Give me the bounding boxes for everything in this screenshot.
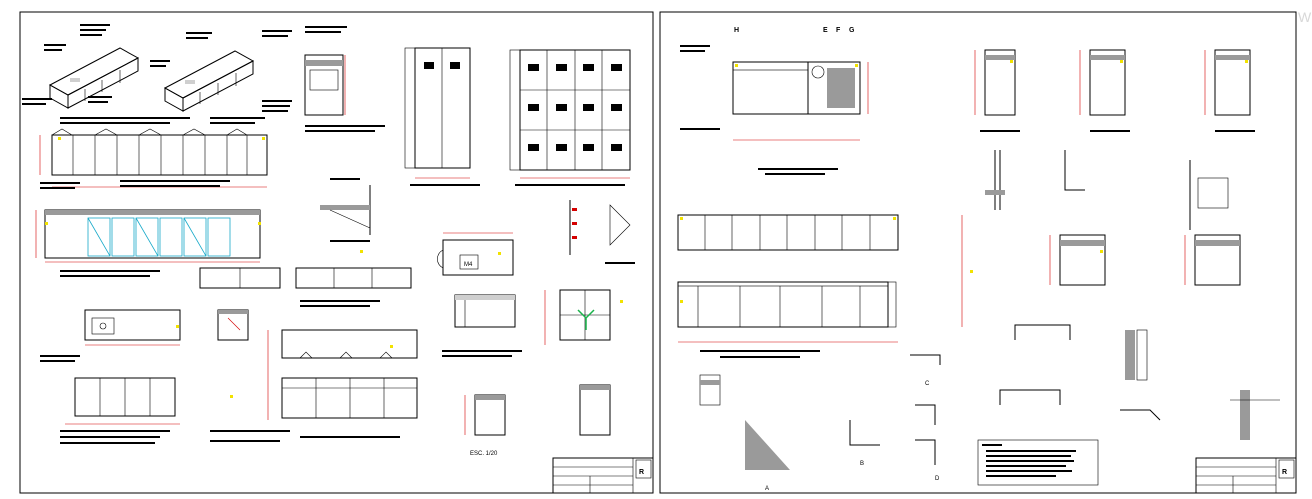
base-cabinet-elevation xyxy=(35,180,261,277)
sheet-right-frame: R xyxy=(659,11,1297,494)
kitchen-elevation xyxy=(680,45,869,175)
dimension-markers-right xyxy=(680,60,1248,303)
pipe-detail xyxy=(544,289,611,345)
countertop-plan-m4: M4 xyxy=(437,232,514,276)
grid-f: F xyxy=(836,27,841,34)
long-kitchen-elevation xyxy=(677,214,963,358)
sink-cabinet-section xyxy=(262,26,385,132)
center-cabinet-elevation xyxy=(210,329,418,442)
tall-locker-elevation xyxy=(404,47,480,186)
corner-watermark: W xyxy=(1298,9,1312,25)
m4-tag: M4 xyxy=(464,262,473,268)
section-details-top xyxy=(974,49,1255,132)
sink-cabinet-sections: ESC. 1/20 xyxy=(464,384,611,457)
section-a-tag: A xyxy=(765,486,769,492)
logo-left: R xyxy=(639,469,644,476)
lower-cabinet-elevation xyxy=(40,355,180,444)
sheet-left-frame: R xyxy=(19,11,654,494)
iso-cabinet-1 xyxy=(48,47,140,109)
grid-tags: H E F G xyxy=(734,27,855,34)
bottom-profiles xyxy=(999,324,1280,440)
counter-edge-details: A B C D xyxy=(699,354,941,492)
cabinet-perspective xyxy=(442,294,522,357)
shelf-bracket-details xyxy=(569,200,635,264)
bracket-detail xyxy=(320,178,371,242)
scale-note: ESC. 1/20 xyxy=(470,451,498,457)
title-block-right: R xyxy=(1195,457,1297,494)
dimension-markers-left xyxy=(45,137,623,398)
sink-counter-plan xyxy=(84,309,181,346)
section-d-tag: D xyxy=(935,476,940,482)
iso-cabinet-2 xyxy=(163,50,255,112)
general-notes-box xyxy=(977,439,1099,486)
iso-notes xyxy=(22,24,292,124)
mid-cabinet-sections xyxy=(1049,234,1241,286)
title-block-left: R xyxy=(552,457,654,494)
base-unit-front xyxy=(199,267,412,307)
locker-grid-elevation xyxy=(509,49,631,186)
wall-profile-details xyxy=(985,150,1229,230)
logo-right: R xyxy=(1282,469,1287,476)
small-section-detail xyxy=(217,309,249,341)
grid-h: H xyxy=(734,27,739,34)
upper-cabinet-elevation xyxy=(39,128,268,188)
section-b-tag: B xyxy=(860,461,864,467)
grid-g: G xyxy=(849,27,855,34)
grid-e: E xyxy=(823,27,828,34)
section-c-tag: C xyxy=(925,381,930,387)
